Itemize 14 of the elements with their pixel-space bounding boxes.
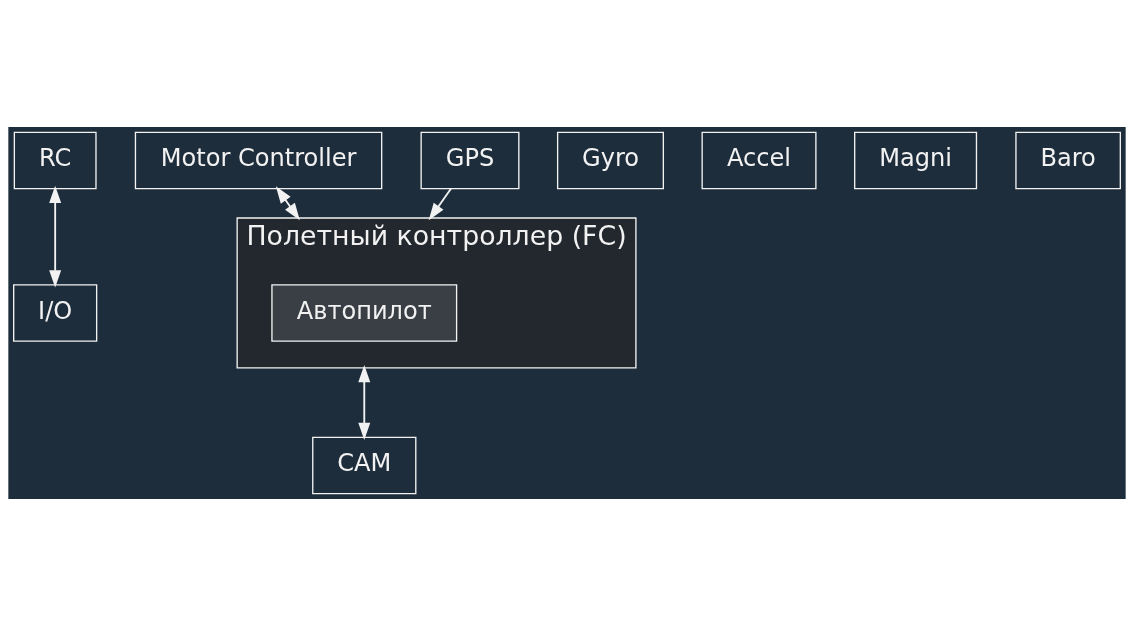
node-box: Baro: [1015, 131, 1121, 190]
node-box: CAM: [312, 436, 417, 495]
node-box: Accel: [701, 131, 817, 190]
arrow: [275, 186, 300, 221]
node-box: GPS: [420, 131, 520, 190]
node-box: Gyro: [556, 131, 664, 190]
node-box: Автопилот: [271, 284, 458, 342]
arrow: [49, 185, 62, 288]
node-box: Motor Controller: [134, 131, 383, 190]
node-box: RC: [13, 131, 97, 190]
arrow: [428, 187, 453, 221]
node-box: Magni: [854, 131, 978, 190]
node-box: I/O: [13, 284, 98, 342]
arrow: [358, 365, 371, 440]
